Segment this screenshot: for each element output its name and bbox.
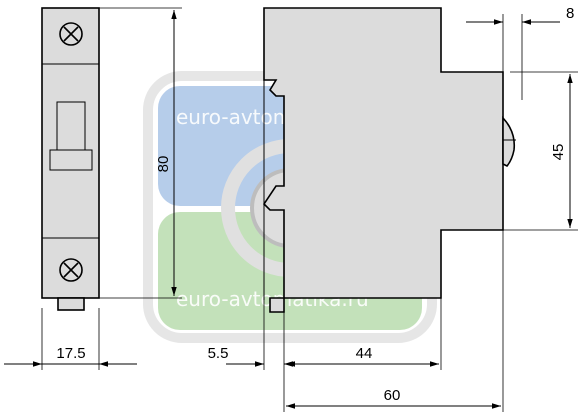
dim-width-17-5-label: 17.5 <box>56 345 85 362</box>
dim-front-45: 45 <box>503 71 578 231</box>
dim-offset-5-5-label: 5.5 <box>208 345 229 362</box>
dim-depth-60-label: 60 <box>384 387 401 404</box>
dim-width-17-5: 17.5 <box>4 308 137 370</box>
side-view-clip <box>269 297 285 313</box>
dim-depth-44: 44 <box>286 298 442 370</box>
front-bottom-screw-icon <box>59 258 83 282</box>
dim-height-80: 80 <box>99 7 182 299</box>
side-view-toggle <box>502 115 516 167</box>
front-view <box>41 7 100 311</box>
dim-step-8-label: 8 <box>566 5 574 22</box>
side-view-body <box>262 7 504 299</box>
dim-depth-60: 60 <box>286 230 504 412</box>
front-view-din-clip <box>57 297 85 311</box>
front-top-screw-icon <box>59 22 83 46</box>
side-view <box>262 7 516 313</box>
dim-front-45-label: 45 <box>550 144 567 161</box>
dim-step-8: 8 <box>466 5 574 100</box>
front-view-toggle <box>49 101 93 171</box>
dim-depth-44-label: 44 <box>356 345 373 362</box>
front-view-body <box>41 7 100 299</box>
dim-height-80-label: 80 <box>155 156 172 173</box>
